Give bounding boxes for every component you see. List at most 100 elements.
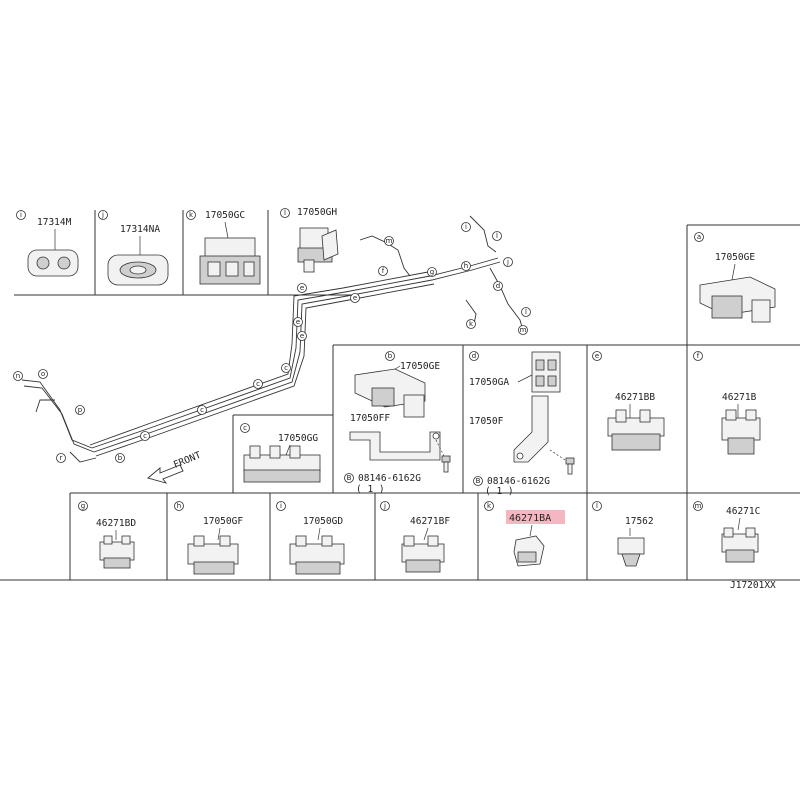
callout-letter: g — [81, 502, 85, 510]
routing-callout-letter: g — [430, 268, 434, 276]
multi-clip-icon — [243, 445, 321, 483]
routing-callout-letter: j — [506, 258, 509, 266]
bottom-row-cells — [0, 493, 800, 581]
cell-17314M: i 17314M — [16, 210, 79, 277]
cell-17050GF: h 17050GF — [174, 501, 243, 575]
routing-callout-marker — [281, 363, 291, 373]
clip-block-icon — [354, 368, 426, 418]
callout-letter: l — [284, 209, 286, 217]
callout-letter: f — [697, 352, 700, 360]
part-number: 17050GF — [203, 516, 243, 527]
diagram-code: J17201XX — [730, 580, 776, 591]
callout-letter: j — [101, 211, 104, 219]
clip-icon — [289, 535, 345, 575]
routing-callout-letter: h — [464, 262, 468, 270]
part-number: 17314M — [37, 217, 72, 228]
quantity: ( 1 ) — [356, 484, 385, 495]
part-number: 17050GE — [715, 252, 755, 263]
cell-17050GE-right: a 17050GE — [686, 224, 800, 346]
clip-icon — [607, 409, 665, 451]
routing-callout-letter: e — [300, 332, 304, 340]
quantity: ( 1 ) — [485, 486, 514, 497]
callout-letter: e — [595, 352, 599, 360]
cell-17562: l 17562 — [592, 501, 654, 567]
routing-callout-letter: k — [469, 320, 474, 328]
routing-callout-letter: p — [78, 406, 83, 414]
cell-17050GA-17050F: d 17050GA 17050F B 08146-6162G ( 1 ) — [469, 351, 575, 497]
routing-callout-marker — [378, 266, 388, 276]
bolt-part-number: 08146-6162G — [487, 476, 550, 487]
routing-callout-marker — [293, 317, 303, 327]
routing-callout-letter: m — [520, 326, 527, 334]
callout-letter: j — [383, 502, 386, 510]
part-number-highlighted: 46271BA — [509, 513, 551, 524]
fuel-pipe-routing — [21, 215, 525, 463]
routing-callout-letter: m — [386, 237, 393, 245]
routing-callout-marker — [13, 371, 23, 381]
part-number: 17050GA — [469, 377, 509, 388]
routing-callout-marker — [493, 281, 503, 291]
part-number: 46271B — [722, 392, 757, 403]
cell-17314NA: j 17314NA — [98, 210, 169, 286]
part-number: 17050GC — [205, 210, 245, 221]
callout-letter: c — [243, 424, 247, 432]
callout-letter: k — [487, 502, 492, 510]
cell-46271B: f 46271B — [693, 351, 761, 455]
routing-callout-letter: c — [284, 364, 288, 372]
callout-letter: k — [189, 211, 194, 219]
part-number: 46271BF — [410, 516, 450, 527]
callout-letter: i — [280, 502, 282, 510]
routing-callout-marker — [75, 405, 85, 415]
cell-46271C: m 46271C — [693, 501, 760, 563]
part-number-secondary: 17050FF — [350, 413, 390, 424]
routing-callout-letter: b — [118, 454, 123, 462]
callout-letter: h — [177, 502, 181, 510]
routing-callout-marker — [350, 293, 360, 303]
callout-letter: B — [476, 477, 481, 485]
clip-icon — [99, 535, 135, 569]
bolt-part-number: 08146-6162G — [358, 473, 421, 484]
part-number: 17314NA — [120, 224, 160, 235]
routing-callout-letter: c — [256, 380, 260, 388]
callout-letter: l — [596, 502, 598, 510]
clip-icon — [401, 535, 445, 573]
cell-17050GG: c 17050GG — [240, 423, 321, 483]
front-arrow-icon — [147, 464, 184, 484]
bracket-icon — [513, 395, 549, 463]
part-number: 17050GD — [303, 516, 343, 527]
grommet-icon — [27, 249, 79, 277]
routing-callout-letter: l — [525, 308, 527, 316]
routing-callout-marker — [253, 379, 263, 389]
routing-callout-marker — [115, 453, 125, 463]
routing-callout-letter: c — [143, 432, 147, 440]
front-label: FRONT — [172, 450, 203, 471]
cell-17050GE-17050FF: b 17050GE 17050FF B 08146-6162G ( 1 ) — [344, 351, 451, 495]
callout-letter: b — [388, 352, 393, 360]
routing-callout-letter: r — [60, 454, 63, 462]
routing-callout-marker — [140, 431, 150, 441]
routing-callout-letter: o — [41, 370, 45, 378]
routing-callout-marker — [38, 369, 48, 379]
bolt-icon — [565, 457, 575, 475]
clip-icon — [513, 535, 545, 567]
part-number: 17050GG — [278, 433, 318, 444]
clip-icon — [721, 409, 761, 455]
routing-callout-letter: i — [465, 223, 467, 231]
routing-callout-marker — [461, 261, 471, 271]
routing-callout-letter: f — [382, 267, 385, 275]
callout-letter: i — [20, 211, 22, 219]
callout-letter: B — [347, 474, 352, 482]
clip-icon — [721, 527, 759, 563]
grommet-icon — [107, 254, 169, 286]
routing-callout-marker — [297, 283, 307, 293]
highlight-box — [506, 510, 565, 524]
routing-callout-marker — [197, 405, 207, 415]
clip-block-icon — [699, 276, 776, 323]
callout-letter: d — [472, 352, 476, 360]
routing-callout-marker — [56, 453, 66, 463]
callout-marker — [16, 210, 26, 220]
cell-46271BF: j 46271BF — [380, 501, 450, 573]
routing-callout-letter: d — [496, 282, 500, 290]
